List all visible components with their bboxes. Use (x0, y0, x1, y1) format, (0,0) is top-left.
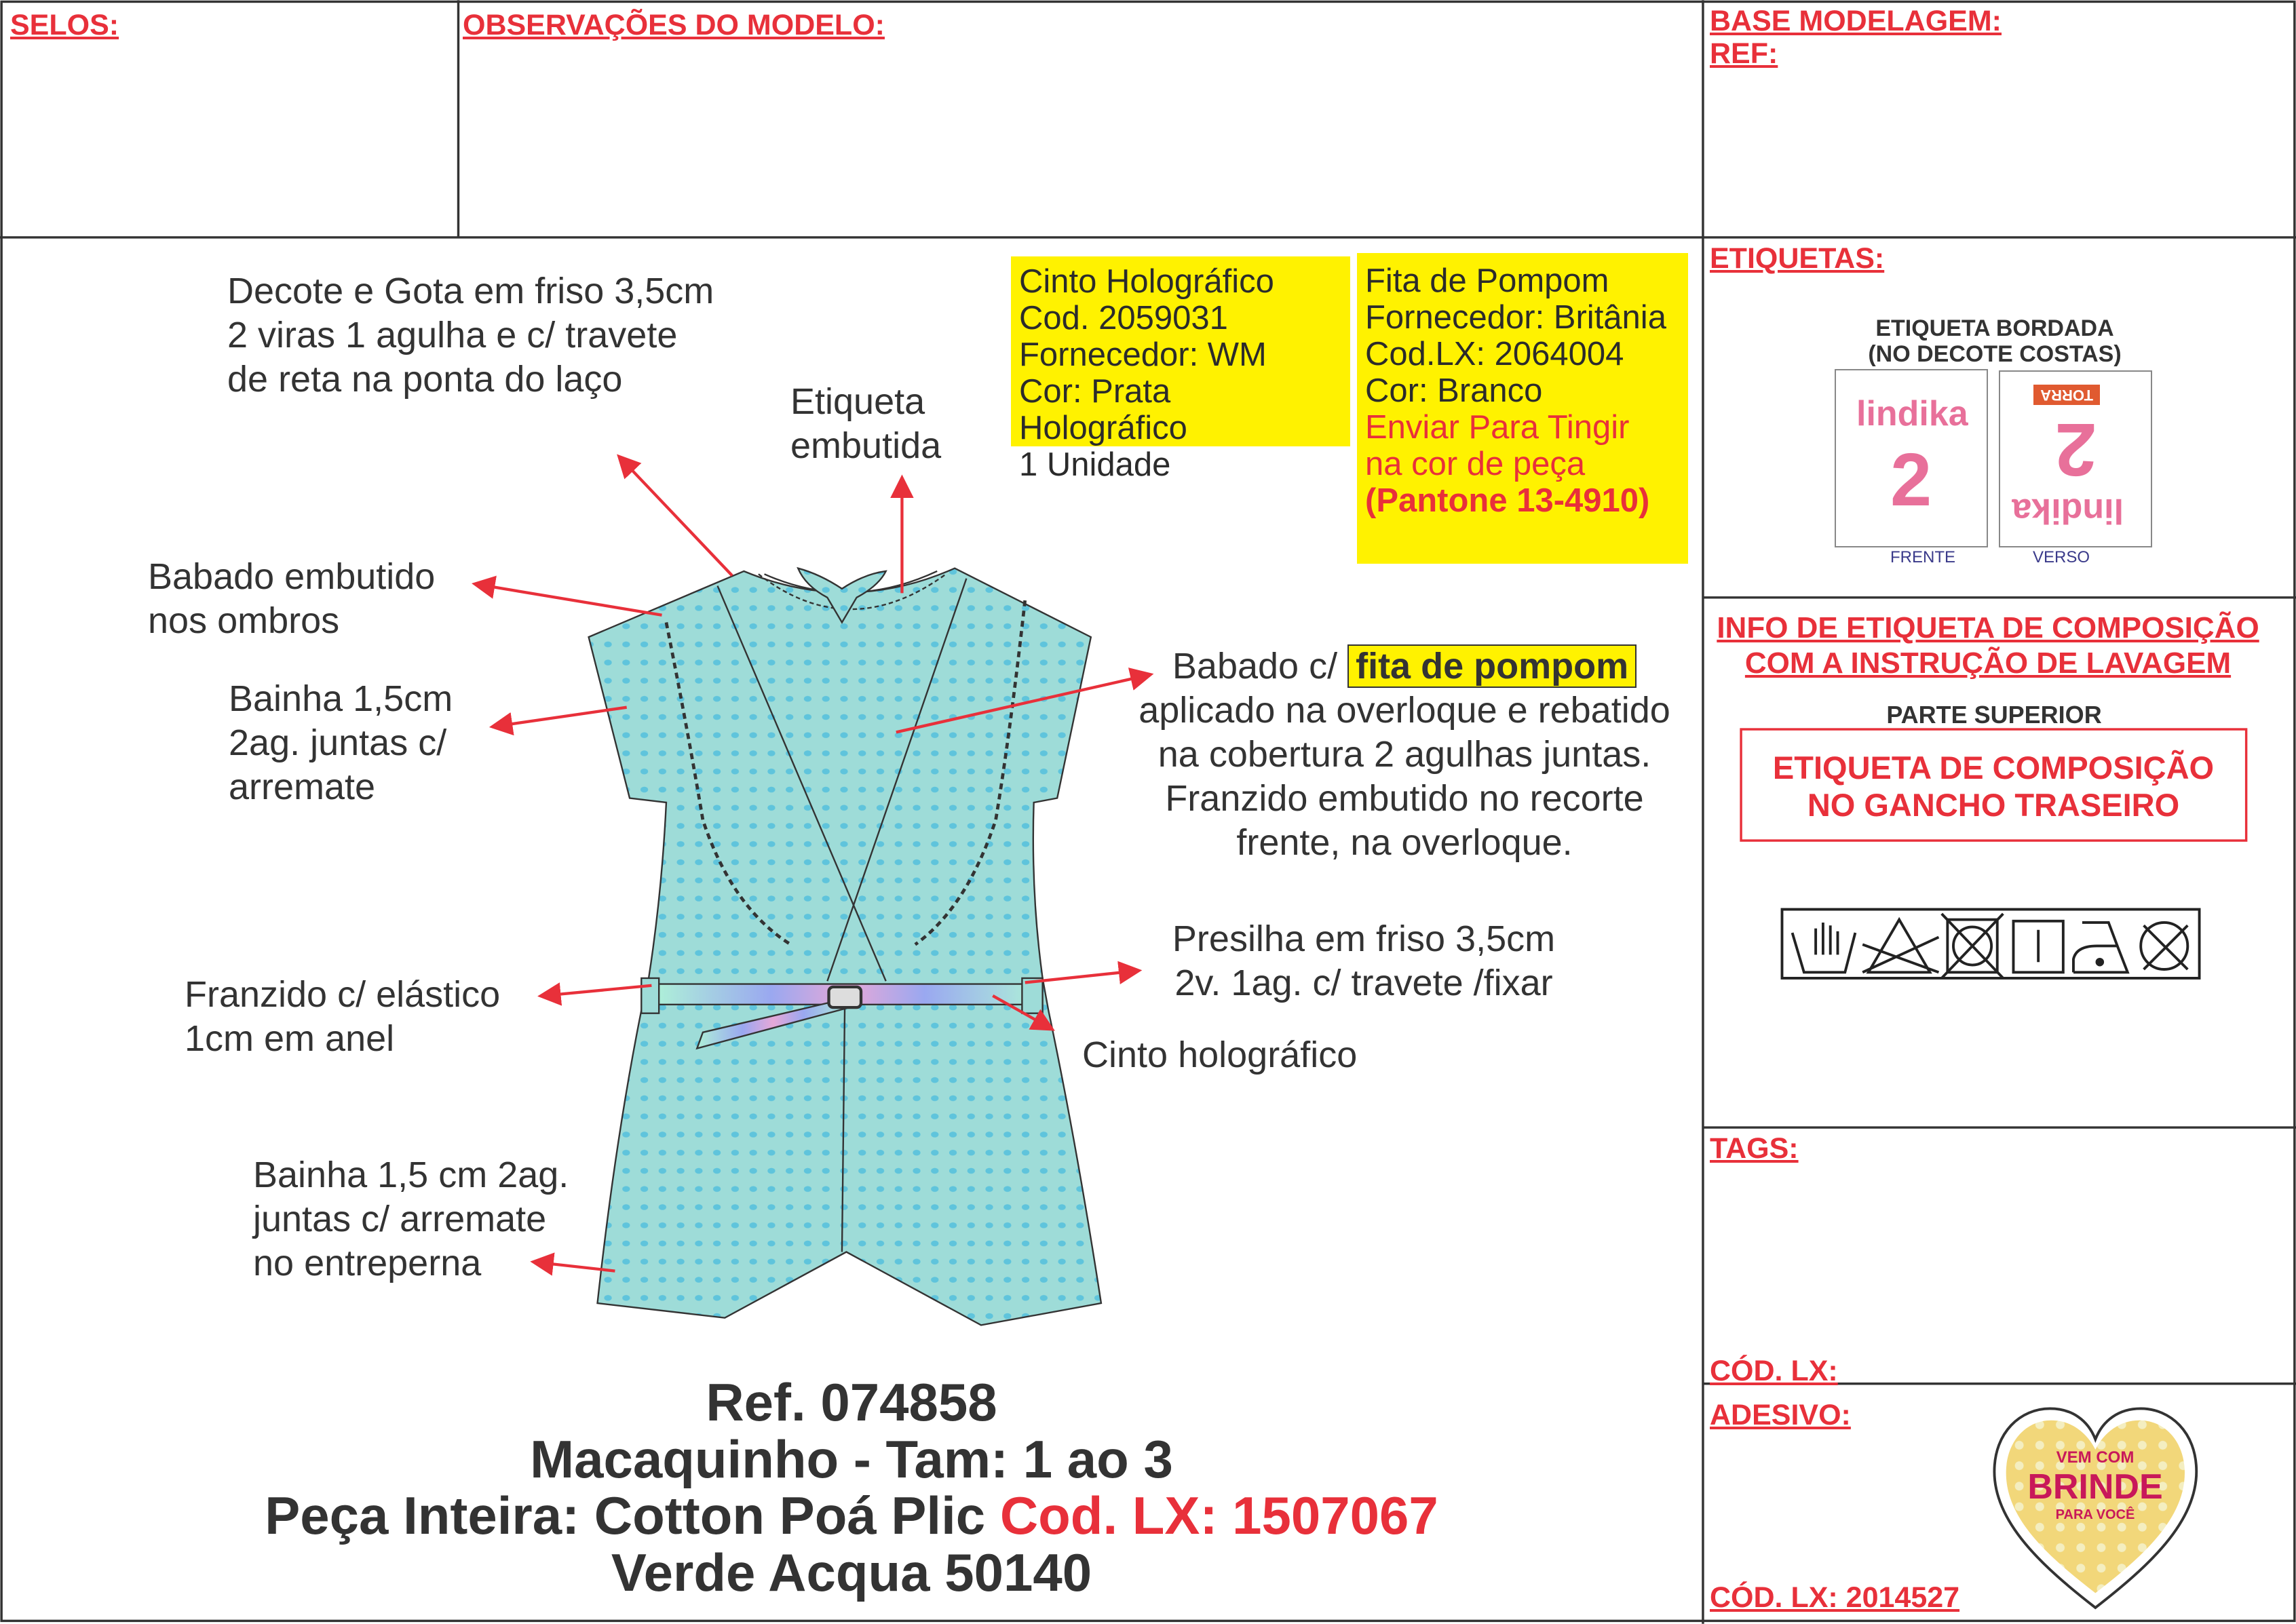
etiquetas-label: ETIQUETAS: (1710, 242, 1885, 275)
adesivo-cod-label: CÓD. LX: 2014527 (1710, 1581, 1960, 1614)
hand-wash-icon (1791, 922, 1857, 974)
back-label: VERSO (2033, 548, 2090, 566)
sticker-text: VEM COM BRINDE PARA VOCÊ (2027, 1448, 2163, 1522)
brand-logo-back: lindika (2012, 491, 2124, 530)
product-name: Macaquinho - Tam: 1 ao 3 (530, 1429, 1173, 1489)
observacoes-label: OBSERVAÇÕES DO MODELO: (463, 9, 885, 41)
product-ref: Ref. 074858 (706, 1372, 997, 1432)
ref-label: REF: (1710, 37, 1778, 70)
note-babado-fita: Babado c/ fita de pompom aplicado na ove… (1139, 644, 1670, 863)
parte-superior-label: PARTE SUPERIOR (1886, 701, 2102, 729)
etiqueta-bordada-title: ETIQUETA BORDADA(NO DECOTE COSTAS) (1868, 315, 2122, 367)
do-not-bleach-icon (1862, 916, 1940, 974)
tags-cod-label: CÓD. LX: (1710, 1355, 1838, 1387)
product-color: Verde Acqua 50140 (611, 1543, 1092, 1602)
size-number-back: 2 (2054, 408, 2097, 491)
garment-illustration (588, 566, 1103, 1326)
care-symbols (1780, 908, 2201, 980)
brand-logo: lindika (1856, 394, 1968, 433)
arrow-franzido (537, 982, 652, 1006)
arrow-cinto (992, 994, 1055, 1031)
composition-box-border (1740, 728, 2248, 842)
fabric-code: Cod. LX: 1507067 (999, 1486, 1438, 1545)
torra-tag: TORRA (2033, 385, 2100, 405)
arrow-bainha-perna (530, 1252, 615, 1276)
arrow-bainha-manga (489, 705, 628, 736)
note-cinto: Cinto holográfico (1082, 1035, 1358, 1075)
line-dry-icon (2012, 919, 2065, 974)
base-modelagem-label: BASE MODELAGEM: (1710, 5, 2002, 37)
iron-low-icon (2072, 921, 2130, 974)
product-fabric: Peça Inteira: Cotton Poá Plic Cod. LX: 1… (265, 1486, 1438, 1545)
selos-label: SELOS: (10, 9, 119, 41)
arrow-presilha (1025, 961, 1143, 985)
sticker-heart (1993, 1407, 2198, 1610)
arrow-babado-ombros (472, 575, 662, 617)
size-number: 2 (1890, 438, 1932, 522)
arrow-decote (617, 454, 733, 577)
adesivo-label: ADESIVO: (1710, 1399, 1851, 1431)
front-label: FRENTE (1890, 548, 1955, 566)
label-front: lindika 2 (1835, 369, 1988, 547)
do-not-tumble-dry-icon (1940, 912, 2004, 980)
callout-arrows (472, 454, 1154, 1276)
arrow-babado-fita (896, 668, 1154, 734)
fita-highlight: fita de pompom (1347, 644, 1637, 688)
label-back: lindika 2 TORRA (1999, 370, 2152, 547)
tags-label: TAGS: (1710, 1132, 1799, 1165)
do-not-dry-clean-icon (2139, 921, 2189, 971)
